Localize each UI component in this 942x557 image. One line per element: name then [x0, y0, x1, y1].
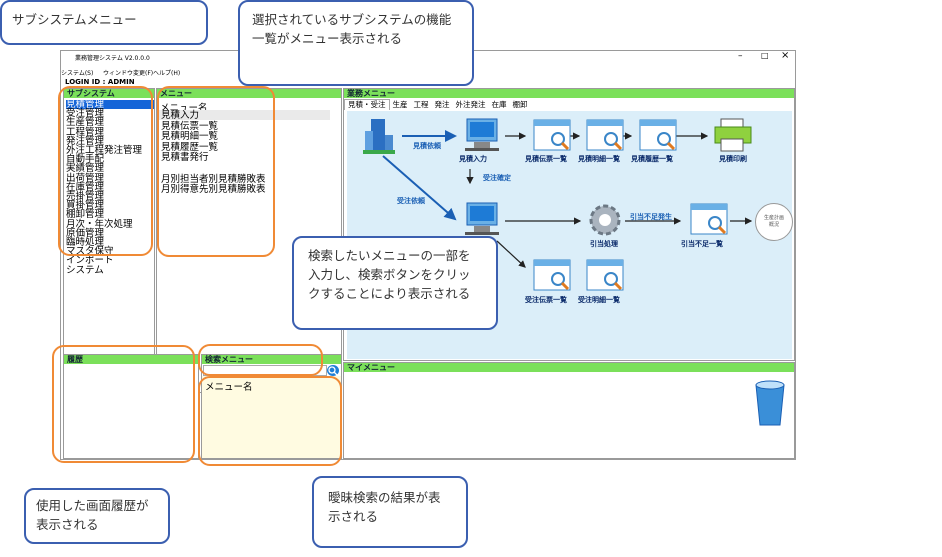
menu-item[interactable]: 見積履歴一覧: [161, 141, 219, 153]
search-icon: [328, 366, 338, 376]
trash-icon[interactable]: [752, 379, 788, 427]
callout-search-result: 曖昧検索の結果が表示される: [312, 476, 468, 548]
callout-search-help: 検索したいメニューの一部を入力し、検索ボタンをクリックすることにより表示される: [292, 236, 498, 330]
subsystem-item[interactable]: 在庫管理: [66, 181, 105, 193]
order-detail-label: 受注明細一覧: [578, 296, 620, 304]
subsystem-item[interactable]: 受注管理: [66, 108, 105, 120]
allocation-node[interactable]: [583, 202, 627, 238]
search-results: メニュー名: [202, 376, 341, 458]
subsystem-item[interactable]: 生産管理: [66, 117, 105, 129]
menu-system[interactable]: システム(S): [61, 70, 94, 77]
order-slip-label: 受注伝票一覧: [525, 296, 567, 304]
subsystem-item[interactable]: 自動手配: [66, 154, 105, 166]
subsystem-item[interactable]: 売掛管理: [66, 191, 105, 203]
subsystem-item[interactable]: 発注管理: [66, 135, 105, 147]
subsystem-item[interactable]: 買掛管理: [66, 200, 105, 212]
mymenu-pane: マイメニュー: [343, 362, 795, 459]
tab-item[interactable]: 生産: [392, 100, 408, 109]
subsystem-item[interactable]: 臨時処理: [66, 237, 105, 249]
callout-function-list: 選択されているサブシステムの機能一覧がメニュー表示される: [238, 0, 474, 86]
menu-selection-row: [158, 110, 330, 120]
tab-item[interactable]: 工程: [413, 100, 429, 109]
edge-order-request: 受注依頼: [397, 197, 425, 205]
maximize-button[interactable]: □: [761, 51, 769, 60]
subsystem-list: 見積管理受注管理生産管理工程管理発注管理外注工程発注管理自動手配実績管理出荷管理…: [64, 98, 154, 275]
menu-item[interactable]: 見積伝票一覧: [161, 120, 219, 132]
edge-shortage: 引当不足発生: [630, 213, 672, 221]
login-label: LOGIN ID : ADMIN: [65, 78, 135, 86]
quote-slip-label: 見積伝票一覧: [525, 155, 567, 163]
menu-col-header: メニュー名: [160, 103, 208, 114]
menu-list: 見積入力見積伝票一覧見積明細一覧見積履歴一覧見積書発行月別担当者別見積勝敗表月別…: [161, 110, 266, 196]
search-header: 検索メニュー: [202, 355, 341, 364]
highlight-subsystem: [58, 86, 153, 256]
menu-item[interactable]: 月別得意先別見積勝敗表: [161, 184, 266, 196]
subsystem-item[interactable]: 月次・年次処理: [66, 218, 133, 230]
highlight-search-results: [198, 376, 342, 466]
quote-print-node[interactable]: [711, 117, 755, 153]
allocation-label: 引当処理: [590, 240, 618, 248]
mymenu-header: マイメニュー: [344, 363, 794, 372]
quote-input-node[interactable]: [459, 117, 503, 153]
search-button[interactable]: [327, 365, 339, 376]
order-detail-node[interactable]: [583, 257, 627, 293]
menu-item[interactable]: 見積入力: [161, 110, 200, 121]
history-pane: 履歴: [63, 354, 199, 459]
quote-print-label: 見積印刷: [719, 155, 747, 163]
tab-item[interactable]: 発注: [434, 100, 450, 109]
edge-order-confirm: 受注確定: [483, 174, 511, 182]
quote-input-label: 見積入力: [459, 155, 487, 163]
shortage-list-label: 引当不足一覧: [681, 240, 723, 248]
search-col-header: メニュー名: [205, 382, 253, 393]
subsystem-item[interactable]: 外注工程発注管理: [66, 145, 143, 157]
callout-history-help: 使用した画面履歴が表示される: [24, 488, 170, 544]
edge-quote-request: 見積依頼: [413, 142, 441, 150]
tab-item[interactable]: 在庫: [491, 100, 507, 109]
shortage-list-node[interactable]: [687, 201, 731, 237]
quote-history-node[interactable]: [636, 117, 680, 153]
quote-detail-label: 見積明細一覧: [578, 155, 620, 163]
tab-item[interactable]: 棚卸: [512, 100, 528, 109]
menu-window[interactable]: ウィンドウ変更(F): [103, 70, 154, 77]
subsystem-item[interactable]: システム: [66, 264, 104, 276]
quote-detail-node[interactable]: [583, 117, 627, 153]
flow-arrows: [382, 130, 753, 268]
menu-header: メニュー: [157, 89, 341, 98]
menu-help[interactable]: ヘルプ(H): [153, 70, 181, 77]
menu-item[interactable]: 月別担当者別見積勝敗表: [161, 173, 266, 185]
subsystem-item[interactable]: 実績管理: [66, 163, 105, 175]
history-header: 履歴: [64, 355, 198, 364]
subsystem-item[interactable]: 見積管理: [66, 100, 154, 109]
business-header: 業務メニュー: [344, 89, 794, 98]
subsystem-item[interactable]: 出荷管理: [66, 172, 105, 184]
business-tabs: 見積・受注生産工程発注外注発注在庫棚卸: [344, 99, 531, 110]
minimize-button[interactable]: –: [738, 51, 743, 61]
highlight-menu: [157, 86, 275, 257]
subsystem-item[interactable]: 工程管理: [66, 126, 105, 138]
subsystem-item[interactable]: インポート: [66, 255, 114, 267]
menu-item[interactable]: 見積書発行: [161, 152, 209, 164]
quote-slip-node[interactable]: [530, 117, 574, 153]
menu-item[interactable]: 見積明細一覧: [161, 131, 219, 143]
highlight-history: [52, 345, 195, 463]
subsystem-item[interactable]: 原価管理: [66, 227, 105, 239]
callout-subsystem-menu: サブシステムメニュー: [0, 0, 208, 45]
quote-history-label: 見積履歴一覧: [631, 155, 673, 163]
highlight-search-input: [198, 344, 323, 376]
subsystem-item[interactable]: 棚卸管理: [66, 209, 105, 221]
window-title: 業務管理システム V2.0.0.0: [75, 55, 150, 62]
building-icon: [361, 117, 405, 154]
order-input-node[interactable]: [459, 201, 503, 237]
production-plan-node[interactable]: 生産計画 概況: [755, 203, 793, 241]
order-slip-node[interactable]: [530, 257, 574, 293]
close-button[interactable]: ×: [781, 50, 790, 61]
tab-item[interactable]: 外注発注: [455, 100, 486, 109]
production-plan-label: 生産計画 概況: [763, 215, 784, 228]
subsystem-header: サブシステム: [64, 89, 154, 98]
tab-item[interactable]: 見積・受注: [344, 99, 390, 110]
subsystem-item[interactable]: マスタ保守: [66, 246, 114, 258]
